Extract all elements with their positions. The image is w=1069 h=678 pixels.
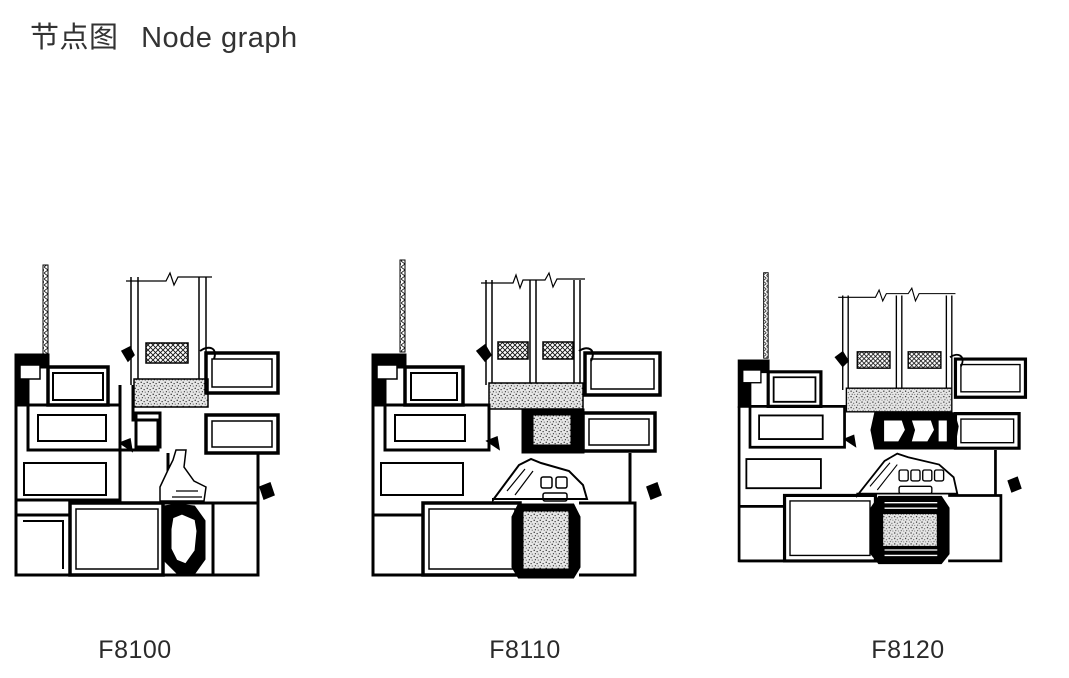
caption-f8110: F8110	[489, 636, 561, 664]
f8120-profile-svg	[737, 272, 1028, 565]
caption-f8120: F8120	[871, 636, 945, 664]
f8100-profile-svg	[14, 264, 280, 577]
section-drawing-f8120	[730, 255, 1030, 585]
f8110-profile-svg	[371, 259, 662, 579]
page-title-english: Node graph	[141, 22, 298, 54]
page-title: 节点图 Node graph	[30, 14, 298, 56]
section-drawing-f8100	[8, 255, 308, 585]
page-title-chinese: 节点图	[30, 20, 119, 54]
section-drawing-f8110	[365, 255, 665, 585]
caption-f8100: F8100	[98, 636, 172, 664]
